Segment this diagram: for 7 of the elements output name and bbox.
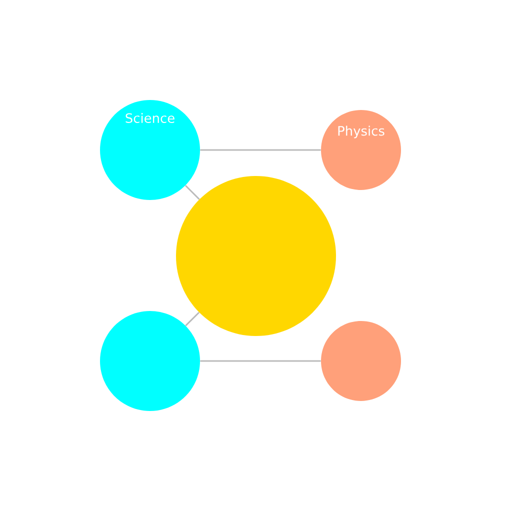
connector-line [200, 149, 321, 151]
connector-line [200, 360, 321, 362]
circle-node [321, 321, 401, 401]
circle-node [176, 176, 336, 336]
connector-line [185, 312, 200, 326]
connector-line [184, 184, 200, 200]
circle-node [100, 311, 200, 411]
